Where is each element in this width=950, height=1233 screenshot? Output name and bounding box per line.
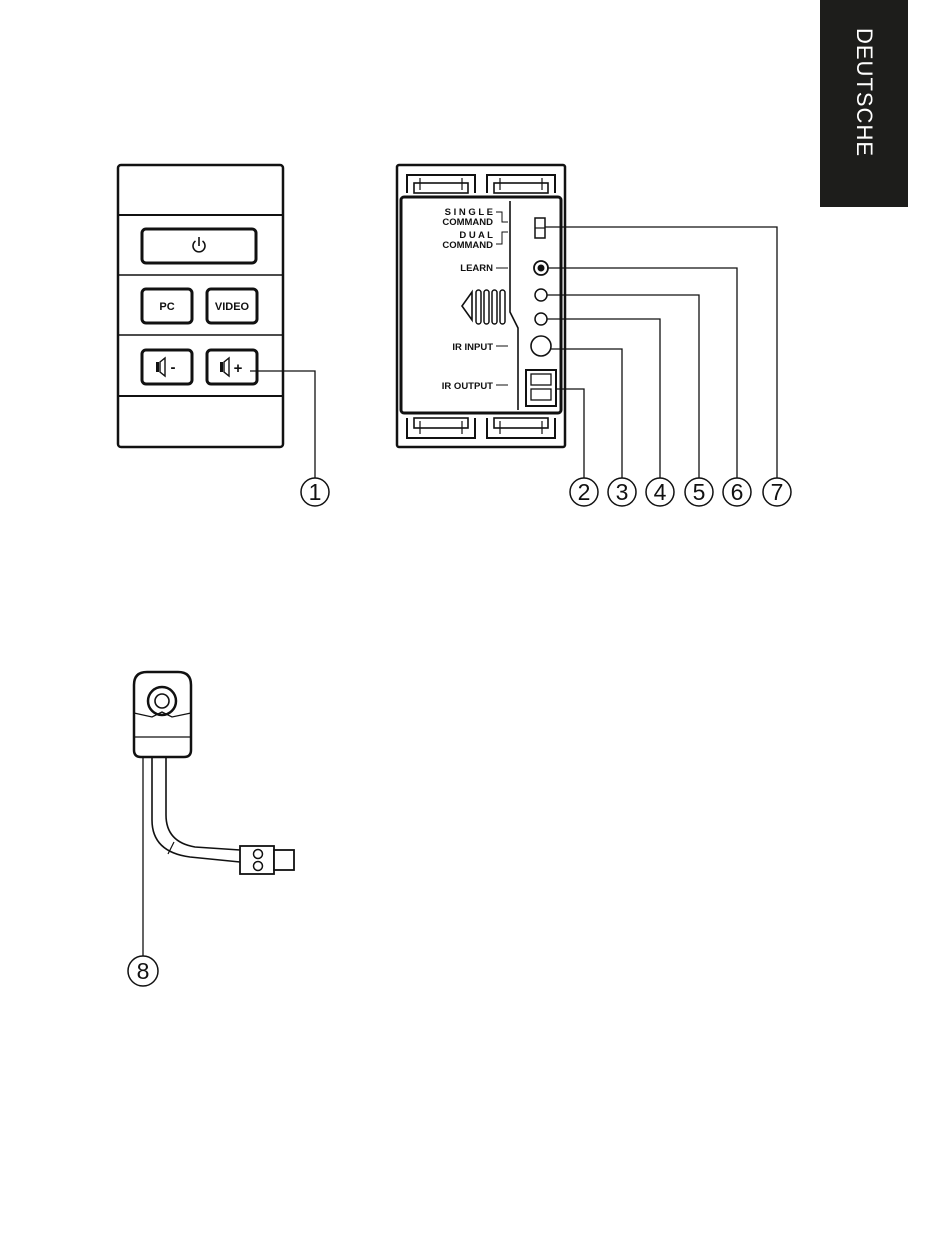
- svg-text:4: 4: [654, 479, 667, 505]
- callout-3: 3: [608, 478, 636, 506]
- power-button[interactable]: [142, 229, 256, 263]
- svg-text:7: 7: [771, 479, 784, 505]
- learn-label: LEARN: [460, 263, 493, 274]
- callout-2: 2: [570, 478, 598, 506]
- ir-input-jack[interactable]: [531, 336, 551, 356]
- pc-button[interactable]: PC: [142, 289, 192, 323]
- ir-input-label: IR INPUT: [452, 342, 493, 353]
- video-button[interactable]: VIDEO: [207, 289, 257, 323]
- volume-down-label: -: [171, 359, 176, 376]
- callout-7: 7: [763, 478, 791, 506]
- callout-1: 1: [301, 478, 329, 506]
- callout-5: 5: [685, 478, 713, 506]
- volume-up-label: +: [234, 360, 243, 377]
- ir-output-terminal[interactable]: [526, 370, 556, 406]
- callout-7-leader: [545, 227, 777, 478]
- svg-text:1: 1: [309, 479, 322, 505]
- svg-text:8: 8: [137, 958, 150, 984]
- svg-text:2: 2: [578, 479, 591, 505]
- pc-button-label: PC: [159, 301, 174, 313]
- status-led: [535, 313, 547, 325]
- volume-up-button[interactable]: +: [207, 350, 257, 384]
- single-command-label: COMMAND: [442, 217, 493, 228]
- learn-button[interactable]: [534, 261, 548, 275]
- ir-receiver: [134, 672, 294, 874]
- dual-command-label: COMMAND: [442, 240, 493, 251]
- svg-text:5: 5: [693, 479, 706, 505]
- mode-switch[interactable]: [535, 218, 545, 238]
- volume-down-button[interactable]: -: [142, 350, 192, 384]
- video-button-label: VIDEO: [215, 301, 250, 313]
- callout-6-leader: [548, 268, 737, 478]
- callout-5-leader: [547, 295, 699, 478]
- callout-8: 8: [128, 956, 158, 986]
- svg-text:3: 3: [616, 479, 629, 505]
- svg-text:6: 6: [731, 479, 744, 505]
- callout-4: 4: [646, 478, 674, 506]
- wall-keypad: PC VIDEO - +: [118, 165, 283, 447]
- ir-output-label: IR OUTPUT: [442, 381, 493, 392]
- back-panel: S I N G L E COMMAND D U A L COMMAND LEAR…: [397, 165, 565, 447]
- callout-6: 6: [723, 478, 751, 506]
- status-led: [535, 289, 547, 301]
